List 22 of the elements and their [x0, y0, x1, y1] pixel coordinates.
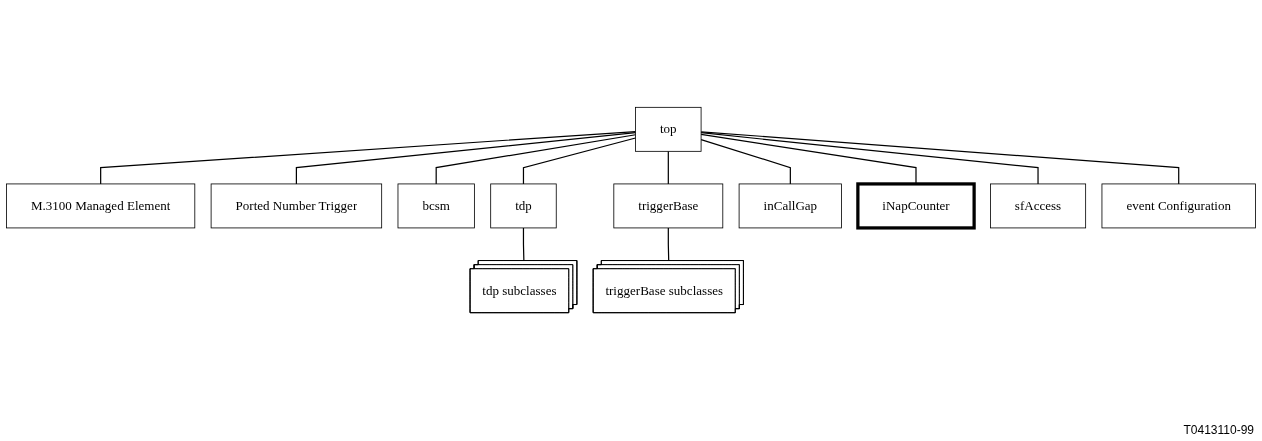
- node-box: event Configuration: [1101, 183, 1256, 229]
- connector: [295, 132, 637, 185]
- node-box: bcsm: [397, 183, 475, 229]
- connector: [667, 150, 669, 185]
- node-box: triggerBase: [613, 183, 724, 229]
- node-box: iNapCounter: [856, 182, 976, 230]
- node-box: sfAccess: [990, 183, 1087, 229]
- connector: [522, 137, 637, 185]
- node-box: Ported Number Trigger: [210, 183, 383, 229]
- node-box: top: [635, 106, 702, 152]
- connector: [667, 227, 670, 262]
- node-box: tdp: [490, 183, 557, 229]
- node-box: M.3100 Managed Element: [6, 183, 196, 229]
- connector: [100, 130, 637, 185]
- connector: [435, 134, 637, 185]
- figure-id: T0413110-99: [1183, 423, 1254, 437]
- connector: [700, 133, 917, 185]
- connector: [522, 227, 525, 262]
- connector: [700, 132, 1039, 185]
- connector: [700, 131, 1180, 185]
- node-box: inCallGap: [738, 183, 842, 229]
- connector: [700, 139, 791, 185]
